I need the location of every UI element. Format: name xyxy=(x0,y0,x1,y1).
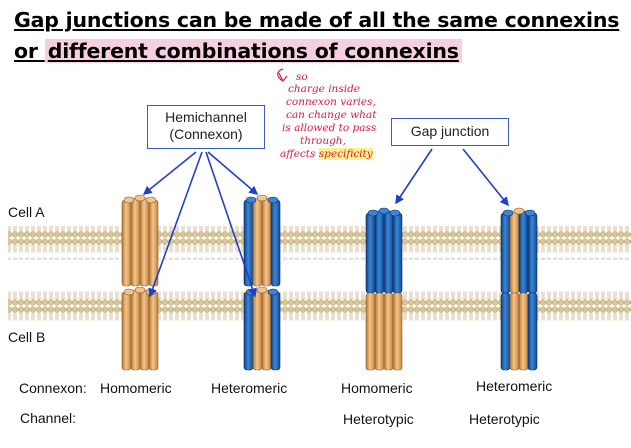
connexon-type-3: Homomeric xyxy=(341,380,413,396)
gap-junction-callout: Gap junction xyxy=(391,118,509,146)
annotation-line-3: connexon varies, xyxy=(286,96,376,108)
annotation-line-2: charge inside xyxy=(288,83,360,95)
arrow-hemi-to-ch2-bottom xyxy=(205,151,257,298)
channel-type-1: Heterotypic xyxy=(343,411,414,427)
membrane-cell-b xyxy=(8,288,631,322)
title-line-1: Gap junctions can be made of all the sam… xyxy=(14,8,620,32)
arrow-hemi-to-ch1-top xyxy=(142,151,197,195)
title-line-2: or different combinations of connexins xyxy=(14,39,462,63)
callout-arrows xyxy=(142,148,509,298)
connexon-label: (Connexon) xyxy=(169,126,243,142)
arrow-gap-to-ch4 xyxy=(462,148,509,207)
annotation-line-5: is allowed to pass xyxy=(282,122,377,134)
arrow-gap-to-ch3 xyxy=(395,148,433,205)
title-highlight: different combinations of connexins xyxy=(44,39,462,63)
connexon-heteromeric-upper xyxy=(243,194,281,287)
annotation-arrow-icon xyxy=(277,68,288,83)
annotation-line-7: affects specificity xyxy=(280,148,373,162)
annotation-line-1: so xyxy=(296,71,308,83)
hemichannel-label: Hemichannel xyxy=(165,109,247,125)
cell-a-label: Cell A xyxy=(8,204,45,220)
channel-heteromeric-heterotypic xyxy=(500,207,538,371)
channel-homomeric-heterotypic xyxy=(365,207,403,371)
annotation-line-4: can change what xyxy=(286,109,377,121)
connexon-type-1: Homomeric xyxy=(100,380,172,396)
cell-b-label: Cell B xyxy=(8,329,46,345)
membrane-cell-a xyxy=(8,226,631,260)
connexon-heteromeric-lower xyxy=(243,286,281,371)
hemichannel-callout: Hemichannel (Connexon) xyxy=(147,105,265,149)
title-line-2-prefix: or xyxy=(14,39,45,63)
connexon-homomeric-orange xyxy=(121,194,159,287)
annotation-highlight: specificity xyxy=(318,148,373,160)
channel-type-2: Heterotypic xyxy=(469,411,540,427)
annotation-prefix: affects xyxy=(280,148,319,160)
annotation-line-6: through, xyxy=(300,135,346,147)
connexon-homomeric-orange-lower xyxy=(121,286,159,371)
connexon-type-4: Heteromeric xyxy=(476,378,553,394)
arrow-hemi-to-ch2-top xyxy=(207,151,259,195)
connexon-row-label: Connexon: xyxy=(19,380,87,396)
channel-row-label: Channel: xyxy=(20,410,77,426)
arrow-hemi-to-ch1-bottom xyxy=(148,151,203,298)
connexon-type-2: Heteromeric xyxy=(211,380,288,396)
